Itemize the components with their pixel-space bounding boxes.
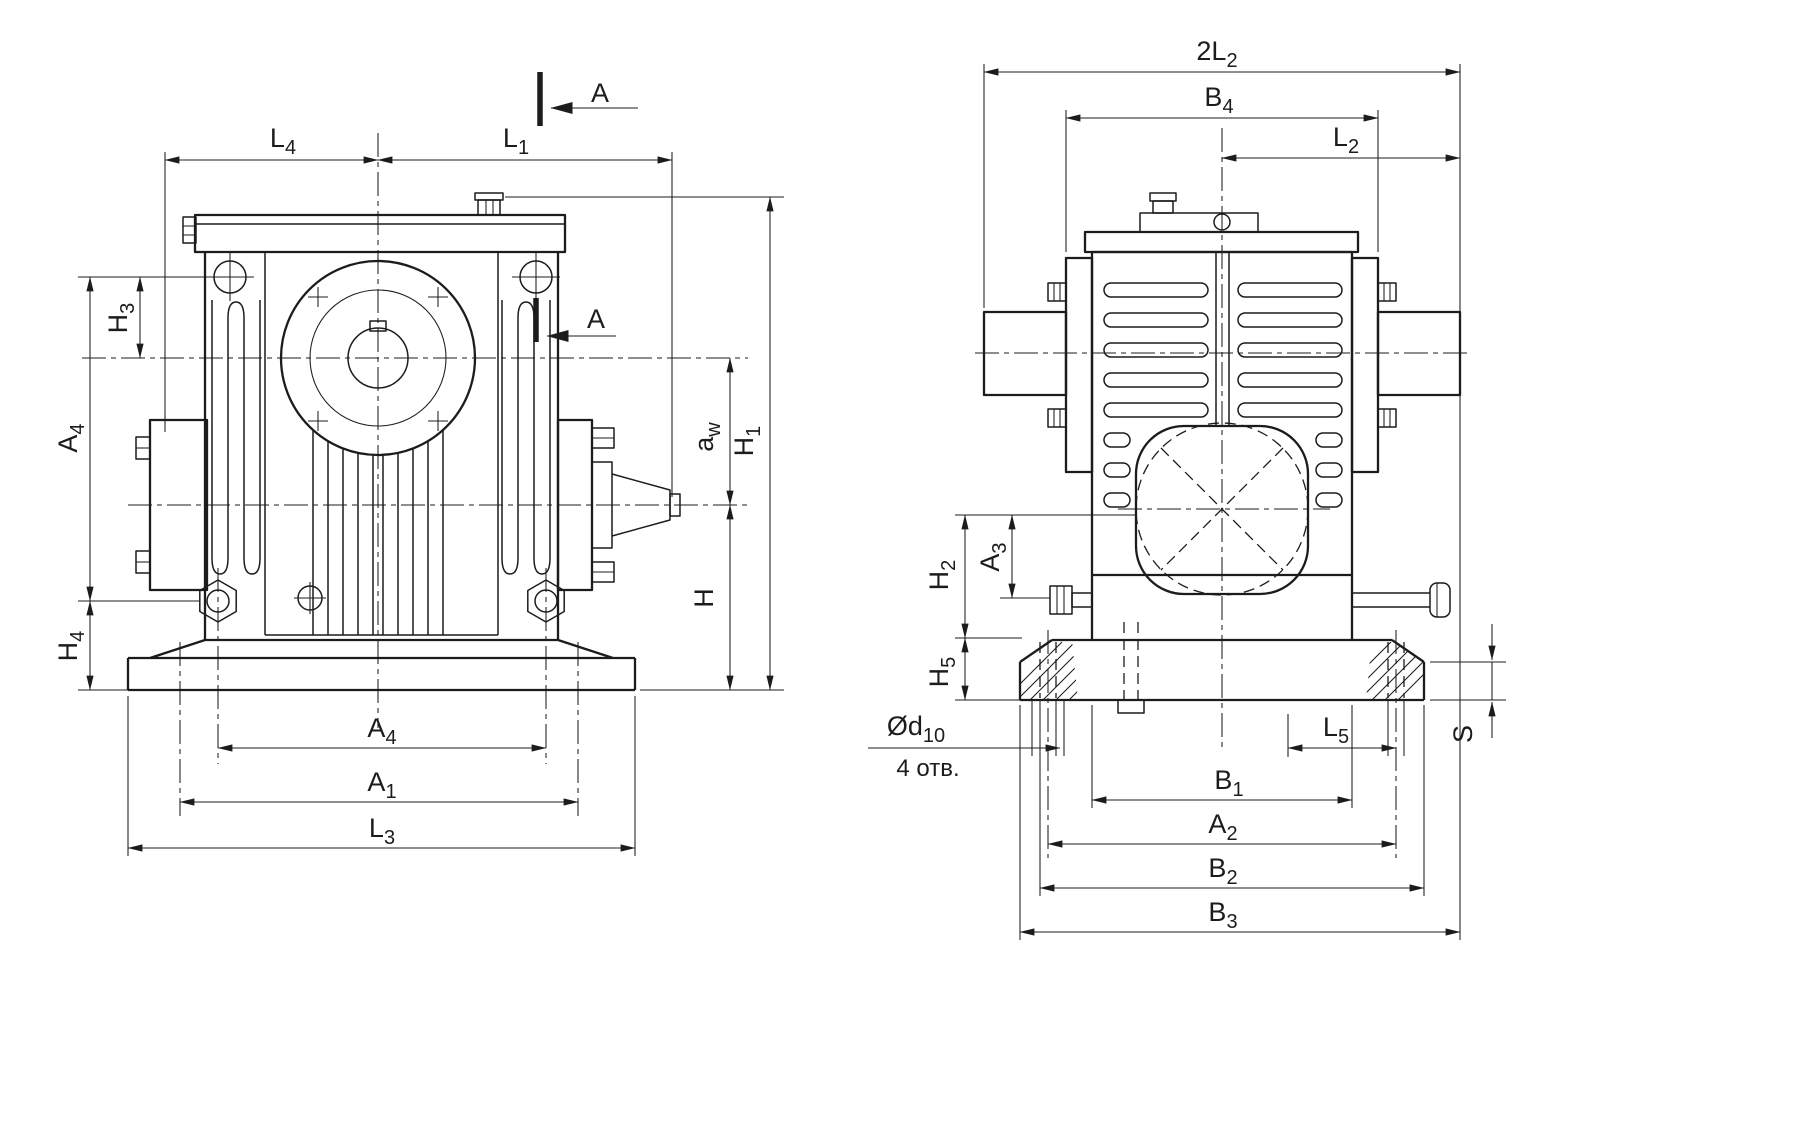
dim-h3-label: H3 [103, 303, 139, 334]
dim-b3: B3 [1019, 705, 1461, 940]
section-a-top-label: A [591, 78, 609, 108]
dim-b1: B1 [1091, 705, 1353, 808]
dim-b3-label: B3 [1208, 897, 1237, 933]
dim-l1-label: L1 [503, 123, 529, 159]
dim-a4-left: A4 [53, 276, 200, 602]
dim-l4: L4 [164, 123, 379, 432]
dim-b2-label: B2 [1208, 853, 1237, 889]
dim-l5: L5 [1287, 712, 1397, 757]
dim-s-label: S [1448, 725, 1478, 743]
dim-h-label: H [689, 588, 719, 608]
dim-b1-label: B1 [1214, 765, 1243, 801]
dim-d10-label: Ød10 [887, 711, 945, 747]
dim-b4: B4 [1065, 82, 1379, 252]
dim-h2-label: H2 [924, 560, 960, 591]
dim-aw: aw [689, 357, 734, 506]
side-view: 2L2 B4 L2 H2 A3 H5 Ød10 4 от [868, 36, 1506, 940]
dim-a2: A2 [1047, 809, 1397, 848]
dim-aw-label: aw [689, 422, 725, 452]
dim-h5-label: H5 [924, 657, 960, 688]
dim-l2-label: L2 [1333, 122, 1359, 158]
front-cooling-fins [211, 300, 551, 635]
dim-l3-label: L3 [369, 813, 395, 849]
front-view: A A L4 L1 H3 A4 H4 [53, 72, 784, 856]
dim-a4-bottom: A4 [217, 713, 547, 752]
dim-a4-left-label: A4 [53, 423, 89, 452]
dim-h1-label: H1 [729, 426, 765, 457]
dim-l3: L3 [127, 696, 636, 856]
dim-l4-label: L4 [270, 123, 296, 159]
section-a-side-label: A [587, 304, 605, 334]
dim-h4-label: H4 [53, 631, 89, 662]
dim-s: S [1430, 624, 1506, 743]
dim-h5: H5 [924, 637, 1020, 701]
dim-a4-bottom-label: A4 [367, 713, 396, 749]
front-centerlines [82, 133, 748, 816]
dim-h: H [689, 504, 734, 691]
dim-l1: L1 [377, 123, 673, 497]
front-body-outline [126, 192, 637, 692]
dim-a3: A3 [975, 514, 1050, 599]
side-centerlines [975, 128, 1470, 858]
side-base-details [1020, 582, 1451, 896]
front-bolts [199, 253, 565, 623]
dim-b4-label: B4 [1204, 82, 1233, 118]
dim-a3-label: A3 [975, 542, 1011, 571]
front-section-mark-side: A [533, 298, 616, 342]
dim-l2: L2 [1221, 122, 1461, 162]
dim-h1: H1 [505, 196, 784, 691]
side-pillar-bolts [1047, 282, 1397, 428]
dim-h4: H4 [53, 600, 132, 691]
dim-a1-label: A1 [367, 767, 396, 803]
dim-a2-label: A2 [1208, 809, 1237, 845]
dim-a1: A1 [179, 767, 579, 806]
dim-h2: H2 [924, 514, 1136, 639]
dim-h3: H3 [78, 276, 216, 359]
side-cooling-slots [1103, 282, 1343, 508]
front-section-mark-top: A [537, 72, 638, 126]
dim-2l2: 2L2 [983, 36, 1461, 940]
dim-l5-label: L5 [1323, 712, 1349, 748]
dim-b2: B2 [1039, 705, 1425, 896]
dim-d10: Ød10 4 отв. [868, 711, 1061, 782]
dim-2l2-label: 2L2 [1196, 36, 1237, 72]
dim-d10-holes-note: 4 отв. [896, 755, 959, 782]
